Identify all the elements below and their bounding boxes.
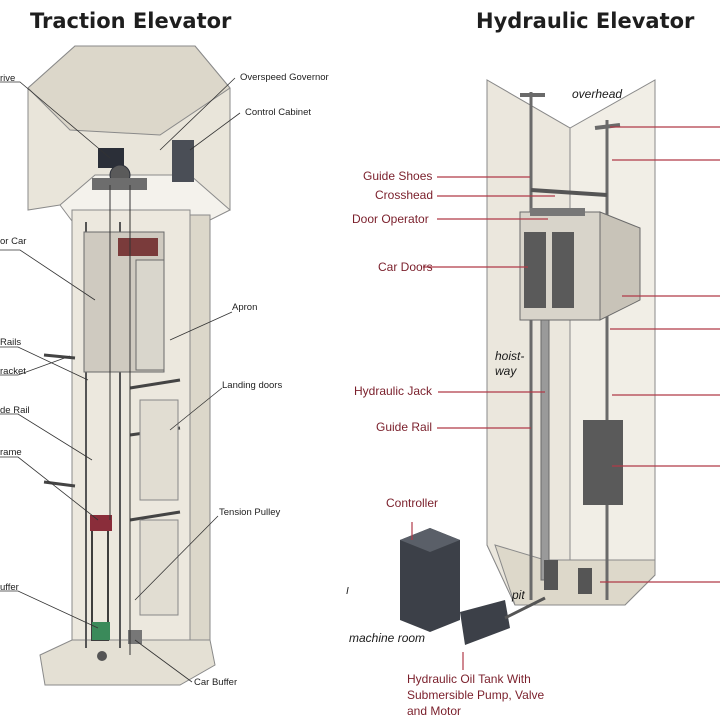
label-landing-doors: Landing doors (222, 380, 283, 391)
hydraulic-landing-door (583, 420, 623, 505)
traction-machine-bed (92, 178, 147, 190)
traction-hoistway-side (189, 214, 211, 646)
label-guide-rail-hydraulic: Guide Rail (376, 420, 433, 434)
label-control-cabinet: Control Cabinet (245, 107, 312, 118)
label-hoistway: hoist- way (495, 349, 525, 378)
hydraulic-oil-line (504, 596, 546, 620)
label-rails: Rails (0, 337, 22, 348)
label-oil-tank: Hydraulic Oil Tank With Submersible Pump… (407, 672, 545, 718)
traction-counterweight-buffer (92, 622, 110, 640)
traction-tension-pulley (97, 651, 107, 661)
hydraulic-leader-lines (411, 126, 720, 670)
label-overhead: overhead (572, 87, 623, 101)
label-pit: pit (512, 588, 525, 602)
stray-mark: I (346, 586, 349, 597)
label-tension-pulley: Tension Pulley (219, 507, 281, 518)
hydraulic-car-door-right (552, 232, 574, 308)
label-overspeed-governor: Overspeed Governor (240, 72, 329, 83)
label-guide-rail-traction: de Rail (0, 405, 30, 416)
hydraulic-buffer (578, 568, 592, 594)
traction-roof-top (27, 45, 231, 136)
title-traction-elevator: Traction Elevator (30, 9, 232, 33)
traction-counterweight-frame-top (90, 515, 112, 531)
hydraulic-jack (540, 319, 550, 581)
traction-control-cabinet (172, 140, 194, 182)
hydraulic-elevator-illustration (400, 79, 720, 670)
label-door-operator: Door Operator (352, 212, 429, 226)
label-controller: Controller (386, 496, 439, 510)
hydraulic-crosshead (530, 188, 608, 197)
label-drive: rive (0, 73, 16, 84)
traction-pit-base (39, 639, 216, 686)
label-bracket: racket (0, 366, 26, 377)
label-buffer: uffer (0, 582, 19, 593)
traction-car-door (135, 259, 165, 371)
hydraulic-hoistway-left-wall (486, 79, 571, 606)
hydraulic-car-side (599, 211, 641, 321)
label-guide-shoes: Guide Shoes (363, 169, 433, 183)
label-apron: Apron (232, 302, 258, 313)
hydraulic-jack-cylinder (544, 560, 558, 590)
label-car: or Car (0, 236, 27, 247)
hydraulic-rail-cap-right (594, 123, 621, 130)
label-frame: rame (0, 447, 22, 458)
hydraulic-oil-tank (460, 600, 510, 645)
hydraulic-car-door-left (524, 232, 546, 308)
label-machine-room: machine room (349, 631, 426, 645)
traction-landing-doors (139, 399, 179, 616)
traction-door-operator (118, 238, 158, 256)
hydraulic-controller-top (400, 528, 460, 552)
label-crosshead: Crosshead (375, 188, 434, 202)
hydraulic-controller (400, 528, 460, 632)
label-hydraulic-jack: Hydraulic Jack (354, 384, 433, 398)
traction-leader-lines (0, 77, 241, 683)
traction-elevator-illustration (0, 45, 241, 686)
traction-car-buffer (128, 630, 142, 644)
label-car-doors: Car Doors (378, 260, 433, 274)
label-car-buffer: Car Buffer (194, 677, 238, 688)
hydraulic-door-operator (530, 208, 585, 216)
title-hydraulic-elevator: Hydraulic Elevator (476, 9, 695, 33)
